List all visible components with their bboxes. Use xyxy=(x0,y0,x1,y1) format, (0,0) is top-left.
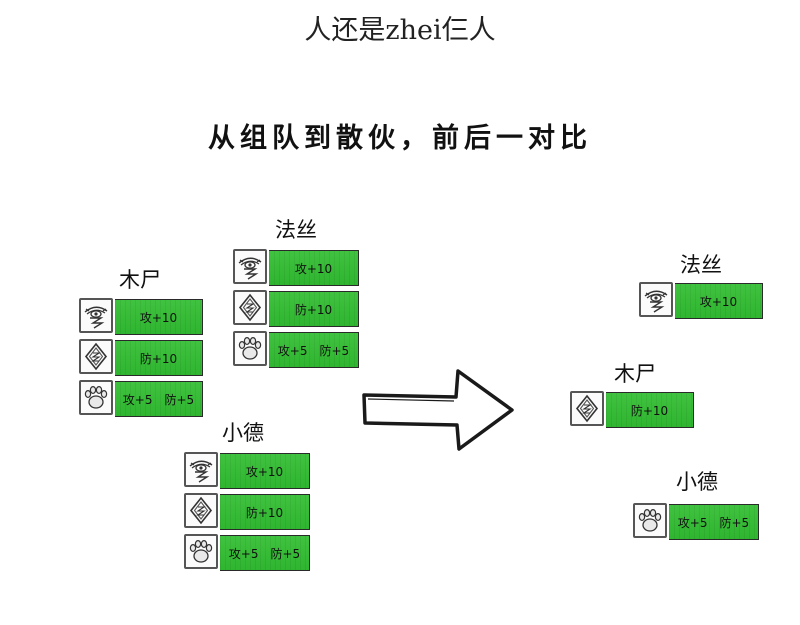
after-name-xiaode: 小德 xyxy=(676,470,718,494)
stat-text-2: 防+5 xyxy=(319,343,350,358)
stat-text: 攻+5 xyxy=(677,515,708,530)
stat-text: 攻+5 xyxy=(122,392,153,407)
stat-bar: 攻+10 xyxy=(115,299,203,335)
right-arrow-icon xyxy=(362,369,514,451)
paw-icon xyxy=(184,534,218,569)
stat-bar: 攻+5 防+5 xyxy=(669,504,759,540)
stat-text-2: 防+5 xyxy=(270,546,301,561)
stat-bar: 攻+5 防+5 xyxy=(269,332,359,368)
stat-text: 攻+10 xyxy=(245,464,284,479)
page-subtitle: 从组队到散伙，前后一对比 xyxy=(208,123,592,154)
stat-bar: 防+10 xyxy=(115,340,203,376)
stat-text: 防+10 xyxy=(139,351,178,366)
mage-eye-icon xyxy=(233,249,267,284)
stat-text: 防+10 xyxy=(245,505,284,520)
mage-eye-icon xyxy=(79,298,113,333)
stat-bar: 攻+5 防+5 xyxy=(220,535,310,571)
stat-text: 攻+10 xyxy=(294,261,333,276)
mage-eye-icon xyxy=(184,452,218,487)
stat-bar: 攻+10 xyxy=(269,250,359,286)
mage-eye-icon xyxy=(639,282,673,317)
rune-diamond-icon xyxy=(570,391,604,426)
stat-text: 防+10 xyxy=(630,403,669,418)
group-name-mushi: 木尸 xyxy=(119,268,161,292)
stat-bar: 攻+10 xyxy=(675,283,763,319)
paw-icon xyxy=(233,331,267,366)
stat-bar: 攻+5 防+5 xyxy=(115,381,203,417)
after-name-fasi: 法丝 xyxy=(680,253,722,277)
stat-text-2: 防+5 xyxy=(164,392,195,407)
stat-text-2: 防+5 xyxy=(719,515,750,530)
group-name-fasi: 法丝 xyxy=(275,218,317,242)
rune-diamond-icon xyxy=(233,290,267,325)
stat-bar: 防+10 xyxy=(269,291,359,327)
stat-text: 攻+10 xyxy=(139,310,178,325)
stat-bar: 攻+10 xyxy=(220,453,310,489)
rune-diamond-icon xyxy=(184,493,218,528)
stat-bar: 防+10 xyxy=(220,494,310,530)
group-name-xiaode: 小德 xyxy=(222,421,264,445)
stat-text: 攻+5 xyxy=(277,343,308,358)
stat-bar: 防+10 xyxy=(606,392,694,428)
page-title: 人还是zhei仨人 xyxy=(304,15,496,46)
after-name-mushi: 木尸 xyxy=(614,362,656,386)
stat-text: 攻+5 xyxy=(228,546,259,561)
stat-text: 攻+10 xyxy=(699,294,738,309)
stat-text: 防+10 xyxy=(294,302,333,317)
rune-diamond-icon xyxy=(79,339,113,374)
paw-icon xyxy=(79,380,113,415)
paw-icon xyxy=(633,503,667,538)
